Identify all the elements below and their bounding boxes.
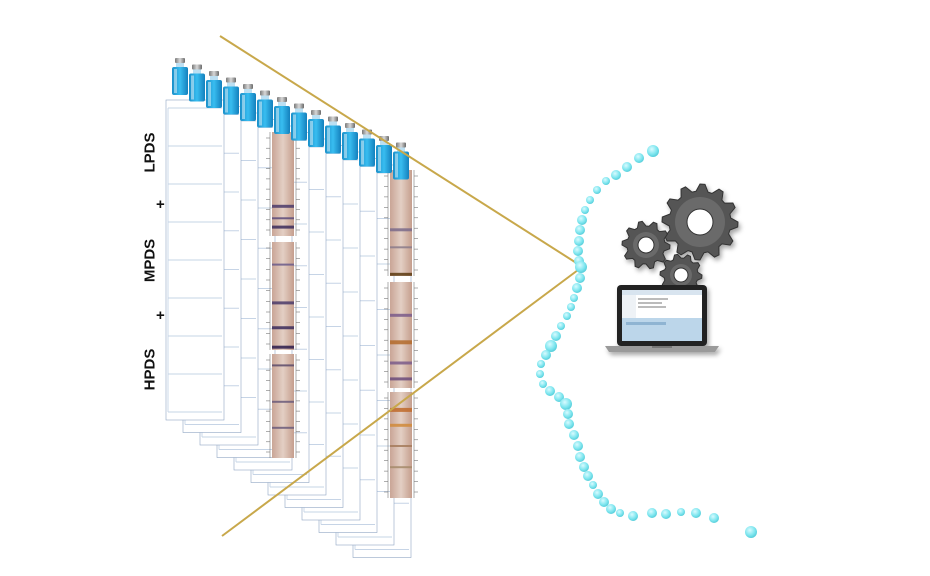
- tlc-scan-strip: [384, 282, 418, 388]
- trail-dot: [593, 489, 603, 499]
- trail-dot: [560, 398, 572, 410]
- trail-dot: [551, 331, 561, 341]
- trail-dot: [593, 186, 601, 194]
- trail-dot: [567, 303, 575, 311]
- trail-dot: [554, 392, 564, 402]
- vial-icon: [308, 110, 324, 147]
- vial-icon: [206, 71, 222, 108]
- trail-dot: [577, 215, 587, 225]
- tlc-scan-strips: [266, 132, 418, 498]
- label-plus-2: +: [156, 307, 165, 324]
- trail-dot: [745, 526, 757, 538]
- trail-dot: [579, 462, 589, 472]
- gear-icon: [621, 220, 671, 270]
- trail-dot: [545, 386, 555, 396]
- funnel-line-bottom: [221, 269, 579, 537]
- trail-dot: [541, 350, 551, 360]
- dendrogram-sheet-stack: [165, 99, 412, 558]
- vial-icon: [172, 58, 188, 95]
- trail-dot: [575, 452, 585, 462]
- tlc-scan-strip: [266, 354, 300, 458]
- trail-dot: [606, 504, 616, 514]
- trail-dot: [539, 380, 547, 388]
- vial-icon: [291, 103, 307, 141]
- trail-dot: [622, 162, 632, 172]
- trail-dot: [661, 509, 671, 519]
- vial-icon: [342, 123, 358, 160]
- tlc-scan-strip: [266, 132, 300, 236]
- trail-dot: [573, 441, 583, 451]
- label-hpds: HPDS: [141, 348, 159, 391]
- trail-dot: [677, 508, 685, 516]
- trail-dot: [616, 509, 624, 517]
- label-plus-1: +: [156, 196, 165, 213]
- trail-dot: [628, 511, 638, 521]
- trail-dot: [570, 294, 578, 302]
- trail-dot: [563, 409, 573, 419]
- dendrogram-sheet: [165, 99, 225, 421]
- trail-dot: [575, 273, 585, 283]
- trail-dot: [647, 145, 659, 157]
- tlc-scan-strip: [384, 392, 418, 498]
- tlc-scan-strip: [384, 170, 418, 276]
- trail-dot: [563, 312, 571, 320]
- vial-icon: [257, 90, 273, 128]
- trail-dot: [602, 177, 610, 185]
- trail-dot: [589, 481, 597, 489]
- tlc-scan-strip: [266, 242, 300, 350]
- trail-dot: [691, 508, 701, 518]
- trail-dot: [545, 340, 557, 352]
- trail-dot: [599, 497, 609, 507]
- trail-dot: [575, 225, 585, 235]
- funnel-line-top: [219, 35, 579, 265]
- trail-dot: [557, 322, 565, 330]
- vial-icon: [189, 64, 205, 102]
- trail-dot: [709, 513, 719, 523]
- trail-dot: [647, 508, 657, 518]
- trail-dot: [569, 430, 579, 440]
- trail-dot: [536, 370, 544, 378]
- vial-icon: [325, 116, 341, 154]
- vial-icon: [274, 97, 290, 134]
- dot-trail: [536, 145, 757, 538]
- trail-dot: [634, 153, 644, 163]
- gear-icon: [621, 183, 739, 297]
- gear-icon: [661, 183, 739, 261]
- trail-dot: [574, 236, 584, 246]
- trail-dot: [572, 283, 582, 293]
- vial-icon: [223, 77, 239, 115]
- laptop-icon: [605, 285, 719, 352]
- trail-dot: [564, 419, 574, 429]
- vial-icon: [393, 142, 409, 180]
- trail-dot: [583, 471, 593, 481]
- vial-icon: [240, 84, 256, 121]
- trail-dot: [537, 360, 545, 368]
- trail-dot: [575, 261, 587, 273]
- label-lpds: LPDS: [141, 132, 159, 173]
- trail-dot: [611, 170, 621, 180]
- trail-dot: [586, 196, 594, 204]
- vial-row: [172, 58, 409, 180]
- label-mpds: MPDS: [141, 238, 159, 283]
- trail-dot: [581, 206, 589, 214]
- vial-icon: [359, 129, 375, 167]
- trail-dot: [573, 246, 583, 256]
